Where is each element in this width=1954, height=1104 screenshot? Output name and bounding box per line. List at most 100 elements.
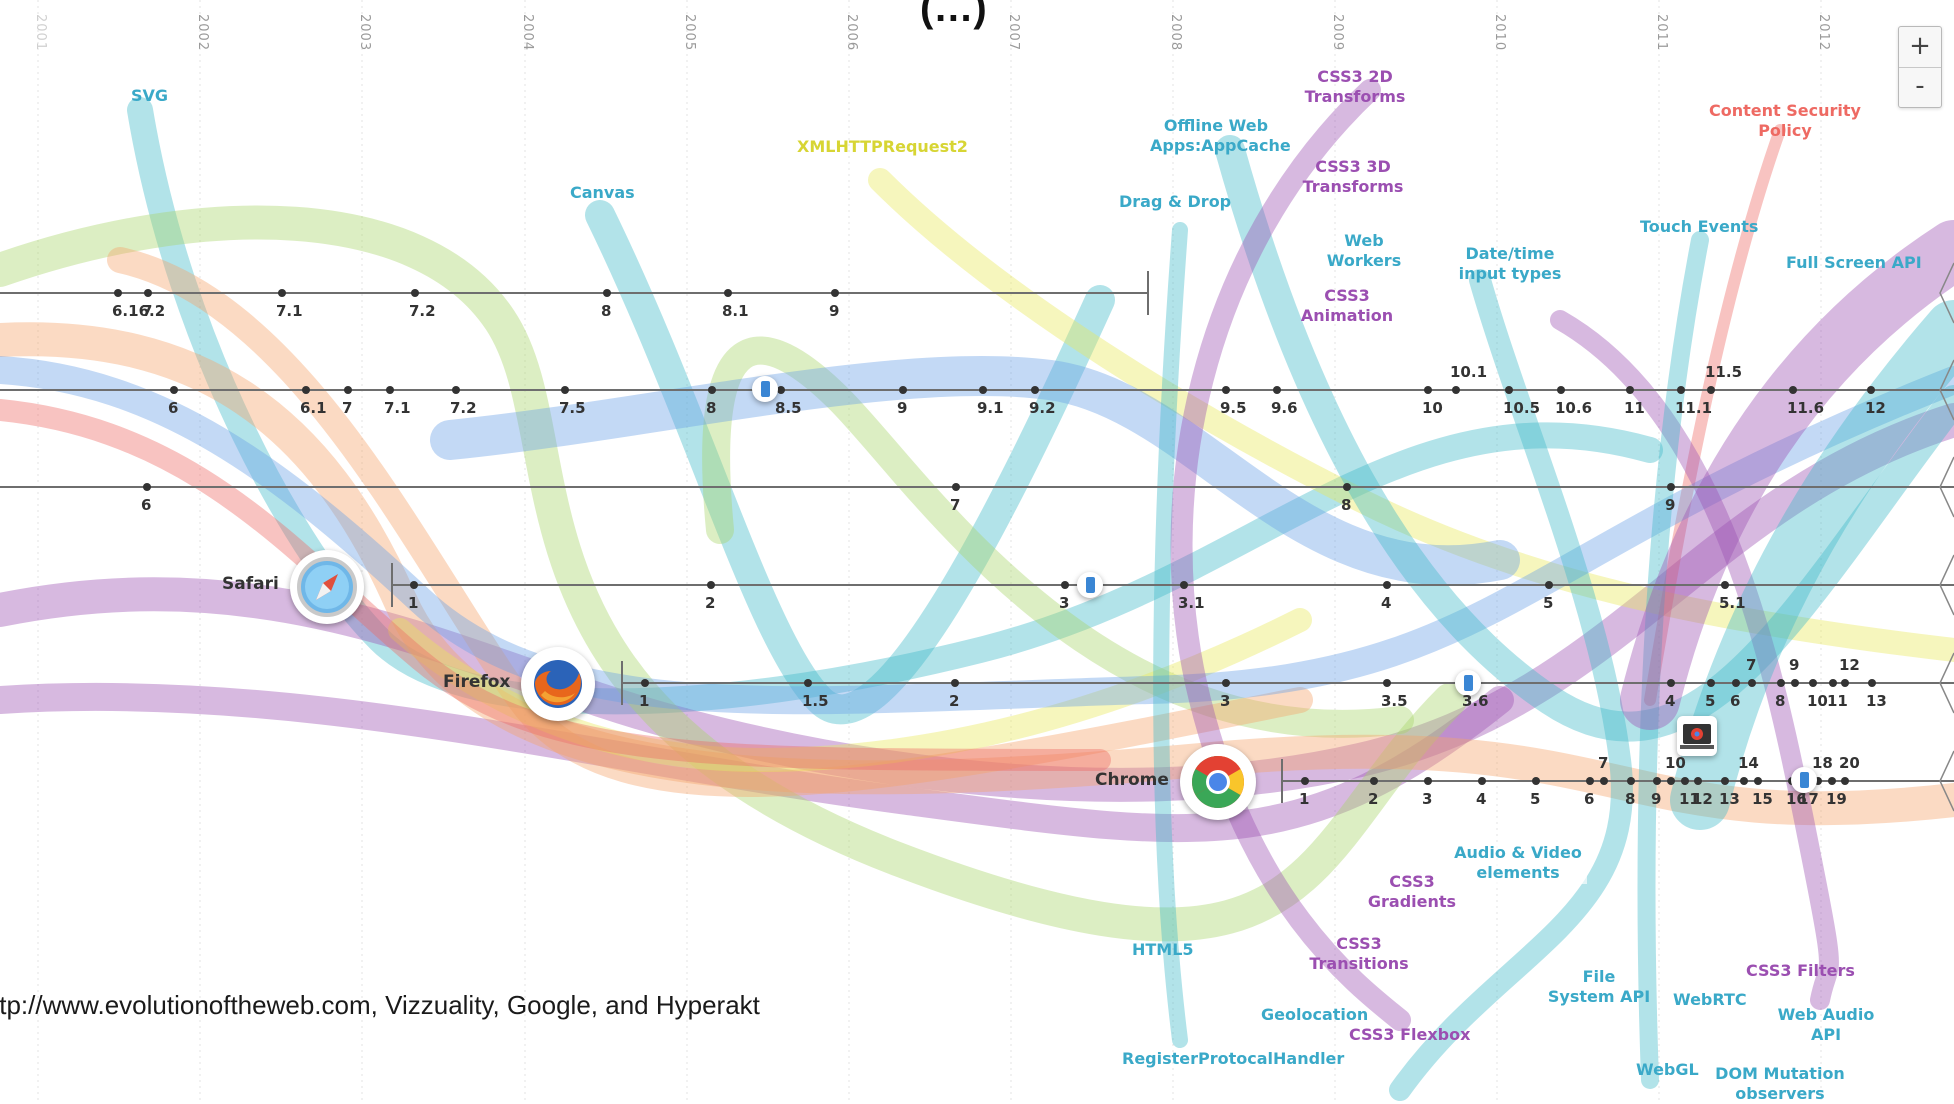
version-dot[interactable] (831, 289, 839, 297)
version-label[interactable]: 4 (1665, 692, 1676, 710)
version-label[interactable]: 20 (1839, 754, 1860, 772)
version-dot[interactable] (1754, 777, 1762, 785)
version-dot[interactable] (1791, 679, 1799, 687)
tech-label-css3-animation[interactable]: CSS3 Animation (1300, 286, 1394, 325)
version-dot[interactable] (1809, 679, 1817, 687)
tech-label-css3-3d[interactable]: CSS3 3D Transforms (1302, 157, 1404, 196)
version-dot[interactable] (1301, 777, 1309, 785)
version-dot[interactable] (278, 289, 286, 297)
version-dot[interactable] (1273, 386, 1281, 394)
version-dot[interactable] (1557, 386, 1565, 394)
version-label[interactable]: 10.1 (1450, 363, 1488, 381)
version-label[interactable]: 17 (1798, 790, 1819, 808)
safari-icon[interactable] (290, 550, 364, 624)
version-label[interactable]: 19 (1826, 790, 1847, 808)
version-dot[interactable] (1721, 777, 1729, 785)
version-label[interactable]: 7.2 (409, 302, 436, 320)
tech-label-touch-events[interactable]: Touch Events (1640, 217, 1759, 236)
version-label[interactable]: 9.1 (977, 399, 1004, 417)
version-dot[interactable] (1478, 777, 1486, 785)
version-label[interactable]: 8.5 (775, 399, 802, 417)
version-dot[interactable] (1777, 679, 1785, 687)
version-dot[interactable] (170, 386, 178, 394)
version-dot[interactable] (899, 386, 907, 394)
version-dot[interactable] (1707, 679, 1715, 687)
tech-label-web-audio[interactable]: Web Audio API (1777, 1005, 1875, 1044)
version-label[interactable]: 13 (1719, 790, 1740, 808)
version-dot[interactable] (1383, 581, 1391, 589)
version-dot[interactable] (1343, 483, 1351, 491)
tech-label-canvas[interactable]: Canvas (570, 183, 635, 202)
version-label[interactable]: 7.5 (559, 399, 586, 417)
version-dot[interactable] (804, 679, 812, 687)
version-label[interactable]: 5 (1543, 594, 1554, 612)
version-dot[interactable] (1031, 386, 1039, 394)
version-dot[interactable] (1222, 679, 1230, 687)
version-dot[interactable] (1694, 777, 1702, 785)
laptop-chrome-icon[interactable] (1677, 716, 1717, 756)
version-dot[interactable] (1545, 581, 1553, 589)
version-label[interactable]: 18 (1812, 754, 1833, 772)
zoom-out-button[interactable]: - (1899, 67, 1941, 108)
tech-label-geolocation[interactable]: Geolocation (1261, 1005, 1369, 1024)
tech-label-audio-video[interactable]: Audio & Video elements (1449, 842, 1587, 884)
version-label[interactable]: 6 (1584, 790, 1595, 808)
version-dot[interactable] (1222, 386, 1230, 394)
version-dot[interactable] (452, 386, 460, 394)
version-label[interactable]: 8 (601, 302, 612, 320)
version-dot[interactable] (302, 386, 310, 394)
version-dot[interactable] (1721, 581, 1729, 589)
version-label[interactable]: 11.5 (1705, 363, 1743, 381)
tech-label-drag-drop[interactable]: Drag & Drop (1119, 192, 1232, 211)
version-label[interactable]: 13 (1866, 692, 1887, 710)
version-label[interactable]: 4 (1381, 594, 1392, 612)
tech-label-web-workers[interactable]: Web Workers (1326, 231, 1402, 270)
version-dot[interactable] (1867, 386, 1875, 394)
version-label[interactable]: 8 (1341, 496, 1352, 514)
version-dot[interactable] (1626, 386, 1634, 394)
version-dot[interactable] (1667, 679, 1675, 687)
version-label[interactable]: 6.1 (300, 399, 327, 417)
version-dot[interactable] (114, 289, 122, 297)
version-label[interactable]: 3 (1220, 692, 1231, 710)
version-dot[interactable] (1748, 679, 1756, 687)
tech-label-csp[interactable]: Content Security Policy (1709, 101, 1861, 140)
version-label[interactable]: 9 (1651, 790, 1662, 808)
tech-label-offline[interactable]: Offline Web Apps:AppCache (1150, 116, 1291, 155)
version-label[interactable]: 10.6 (1555, 399, 1593, 417)
tech-label-file-system[interactable]: File System API (1547, 967, 1651, 1006)
version-label[interactable]: 10 (1665, 754, 1686, 772)
version-dot[interactable] (1600, 777, 1608, 785)
version-label[interactable]: 8.1 (722, 302, 749, 320)
version-label[interactable]: 9 (1789, 656, 1800, 674)
tech-label-css3-2d[interactable]: CSS3 2D Transforms (1304, 67, 1406, 106)
tech-label-css3-transitions[interactable]: CSS3 Transitions (1309, 934, 1409, 973)
version-label[interactable]: 2 (949, 692, 960, 710)
tech-label-webrtc[interactable]: WebRTC (1673, 990, 1747, 1009)
version-dot[interactable] (1667, 777, 1675, 785)
version-dot[interactable] (410, 581, 418, 589)
version-dot[interactable] (1667, 483, 1675, 491)
version-label[interactable]: 11.1 (1675, 399, 1713, 417)
tech-label-webgl[interactable]: WebGL (1636, 1060, 1699, 1079)
version-label[interactable]: 9 (1665, 496, 1676, 514)
tech-label-fullscreen[interactable]: Full Screen API (1786, 253, 1922, 272)
version-dot[interactable] (1370, 777, 1378, 785)
version-label[interactable]: 1.5 (802, 692, 829, 710)
version-dot[interactable] (1061, 581, 1069, 589)
version-label[interactable]: 16 (1786, 790, 1807, 808)
tech-label-xhr2[interactable]: XMLHTTPRequest2 (797, 137, 968, 156)
version-label[interactable]: 1 (408, 594, 419, 612)
version-label[interactable]: 11.6 (1787, 399, 1825, 417)
tech-label-css3-filters[interactable]: CSS3 Filters (1746, 961, 1855, 980)
version-label[interactable]: 3 (1059, 594, 1070, 612)
tech-label-css3-gradients[interactable]: CSS3 Gradients (1362, 871, 1462, 913)
version-dot[interactable] (952, 483, 960, 491)
version-label[interactable]: 7.2 (450, 399, 477, 417)
version-label[interactable]: 6 (168, 399, 179, 417)
version-dot[interactable] (1829, 679, 1837, 687)
version-dot[interactable] (1383, 679, 1391, 687)
version-dot[interactable] (1740, 777, 1748, 785)
version-dot[interactable] (707, 581, 715, 589)
version-label[interactable]: 6 (1730, 692, 1741, 710)
